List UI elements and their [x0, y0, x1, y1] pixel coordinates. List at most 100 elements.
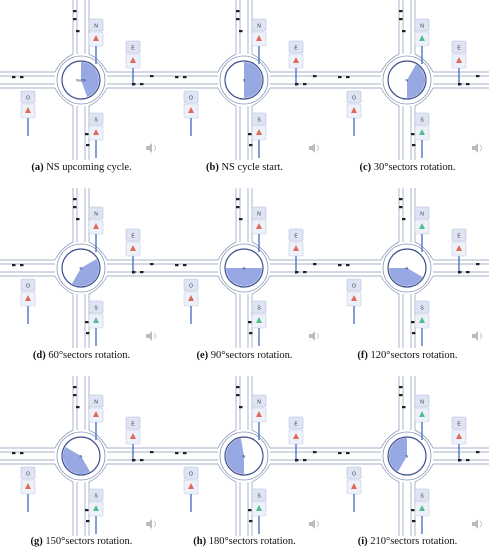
speaker-wave: [316, 144, 319, 152]
road-curve: [251, 53, 271, 73]
vehicle-icon: [249, 332, 253, 335]
vehicle-icon: [132, 459, 136, 462]
roundabout-outer-ring: [56, 55, 106, 105]
signal-label: O: [352, 472, 356, 478]
road-curve: [251, 275, 271, 295]
vehicle-icon: [411, 321, 415, 324]
vehicle-icon: [399, 394, 403, 397]
rotation-sector: [389, 268, 423, 286]
arrow-icon: [93, 411, 99, 417]
vehicle-icon: [346, 264, 350, 267]
arrow-icon: [256, 411, 262, 417]
signal-label: N: [257, 400, 261, 406]
road-curve: [380, 87, 400, 107]
roundabout-outer-ring: [219, 243, 269, 293]
signal-label-box: [414, 18, 430, 32]
sector-label: N: [406, 266, 409, 271]
signal-label: O: [26, 284, 30, 290]
vehicle-icon: [76, 30, 80, 33]
arrow-icon: [188, 107, 194, 113]
signal-label: O: [189, 96, 193, 102]
arrow-icon: [419, 129, 425, 135]
signal-label: E: [131, 46, 135, 52]
road-curve: [380, 53, 400, 73]
speaker-body: [146, 143, 152, 153]
signal-west: O: [346, 90, 362, 136]
arrow-icon: [130, 245, 136, 251]
vehicle-icon: [150, 451, 154, 454]
vehicle-icon: [399, 386, 403, 389]
arrow-icon: [256, 129, 262, 135]
vehicle-icon: [73, 10, 77, 13]
sector-label: N: [406, 78, 409, 83]
sector-label: N: [80, 454, 83, 459]
speaker-wave: [479, 332, 482, 340]
signal-south: S: [88, 488, 104, 534]
signal-label: O: [352, 284, 356, 290]
road-curve: [251, 463, 271, 483]
arrow-icon: [293, 57, 299, 63]
road-curve: [54, 53, 74, 73]
rotation-sector: [389, 438, 407, 472]
signal-south: S: [414, 488, 430, 534]
sector-label: S: [243, 78, 246, 83]
speaker-body: [472, 143, 478, 153]
rotation-sector: [72, 259, 99, 286]
signal-label-box: [414, 394, 430, 408]
road-curve: [88, 275, 108, 295]
roundabout-outer-ring: [219, 431, 269, 481]
caption-f: (f) 120°sectors rotation.: [357, 350, 458, 361]
signal-label: N: [94, 400, 98, 406]
vehicle-icon: [236, 198, 240, 201]
signal-label: O: [352, 96, 356, 102]
signal-label-box: [414, 300, 430, 314]
vehicle-icon: [313, 75, 317, 78]
roundabout-outer-ring: [382, 243, 432, 293]
speaker-wave: [153, 332, 156, 340]
caption-i: (i) 210°sectors rotation.: [357, 536, 458, 547]
road-curve: [380, 241, 400, 261]
signal-east: E: [451, 416, 467, 462]
signal-label: E: [131, 422, 135, 428]
vehicle-icon: [412, 332, 416, 335]
road-curve: [217, 53, 237, 73]
signal-label: N: [420, 400, 424, 406]
vehicle-icon: [399, 206, 403, 209]
vehicle-icon: [303, 459, 307, 462]
signal-west: O: [183, 466, 199, 512]
vehicle-icon: [476, 451, 480, 454]
vehicle-icon: [295, 271, 299, 274]
signal-west: O: [346, 466, 362, 512]
signal-label: N: [420, 24, 424, 30]
speaker-body: [472, 519, 478, 529]
vehicle-icon: [476, 263, 480, 266]
vehicle-icon: [313, 451, 317, 454]
signal-label: N: [420, 212, 424, 218]
vehicle-icon: [132, 83, 136, 86]
vehicle-icon: [140, 83, 144, 86]
vehicle-icon: [86, 144, 90, 147]
caption-g: (g) 150°sectors rotation.: [30, 536, 133, 547]
vehicle-icon: [150, 75, 154, 78]
vehicle-icon: [338, 76, 342, 79]
roundabout-outer-ring: [219, 55, 269, 105]
signal-south: S: [414, 112, 430, 158]
road-curve: [380, 429, 400, 449]
speaker-body: [309, 143, 315, 153]
road-curve: [88, 463, 108, 483]
signal-label: S: [420, 306, 424, 312]
vehicle-icon: [399, 198, 403, 201]
vehicle-icon: [86, 520, 90, 523]
caption-h: (h) 180°sectors rotation.: [193, 536, 296, 547]
speaker-body: [146, 519, 152, 529]
roundabout-outer-ring: [56, 243, 106, 293]
road-curve: [251, 87, 271, 107]
speaker-icon: [146, 331, 156, 341]
vehicle-icon: [236, 18, 240, 21]
arrow-icon: [419, 35, 425, 41]
vehicle-icon: [236, 10, 240, 13]
